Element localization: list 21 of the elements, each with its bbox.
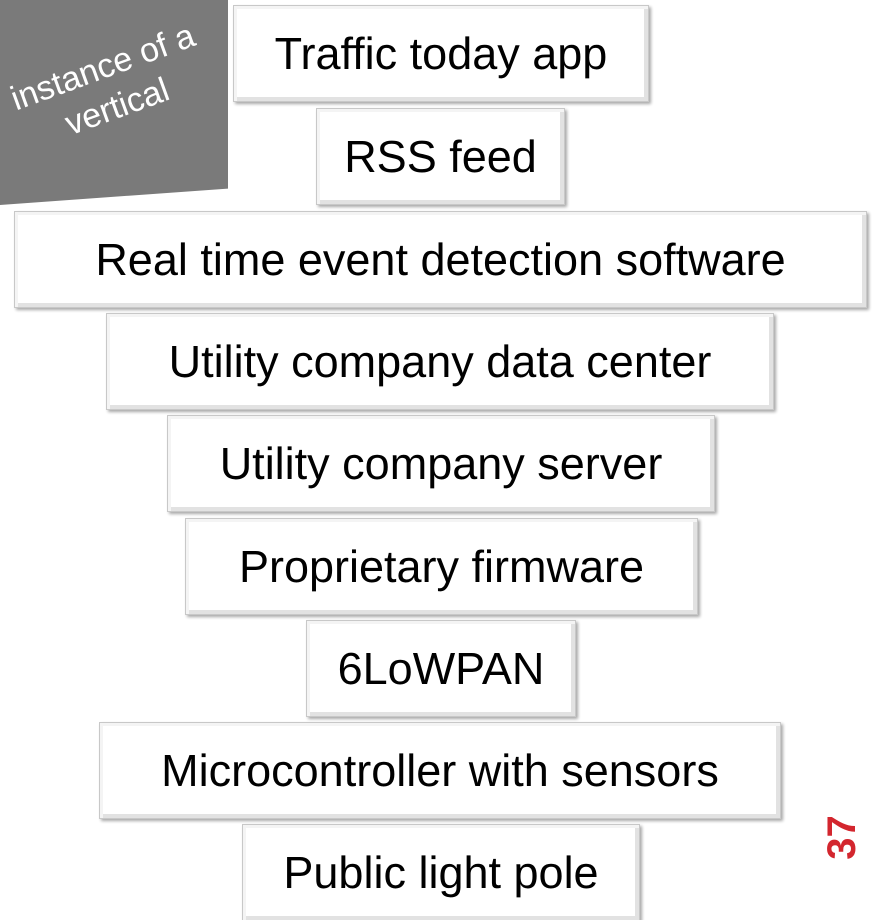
layer-label: Public light pole — [283, 846, 599, 898]
layer-box — [185, 518, 698, 615]
page-number: 37 — [820, 815, 865, 860]
layer-label: RSS feed — [344, 130, 537, 182]
layer-label: 6LoWPAN — [338, 642, 544, 694]
banner-text: instance of a vertical — [4, 15, 201, 145]
layer-label: Microcontroller with sensors — [161, 744, 719, 796]
layer-box — [14, 211, 867, 308]
layer-label: Proprietary firmware — [238, 540, 644, 592]
layer-label: Utility company server — [220, 438, 662, 490]
layer-box — [306, 620, 576, 717]
layer-box — [316, 108, 565, 205]
layer-box — [106, 313, 774, 410]
layer-box — [99, 722, 781, 819]
title-banner — [0, 0, 228, 205]
layer-box — [233, 5, 649, 102]
layer-label: Traffic today app — [274, 28, 608, 80]
layer-label: Utility company data center — [168, 336, 712, 388]
layer-box — [167, 415, 715, 512]
layer-box — [242, 824, 640, 920]
layer-label: Real time event detection software — [95, 234, 786, 286]
